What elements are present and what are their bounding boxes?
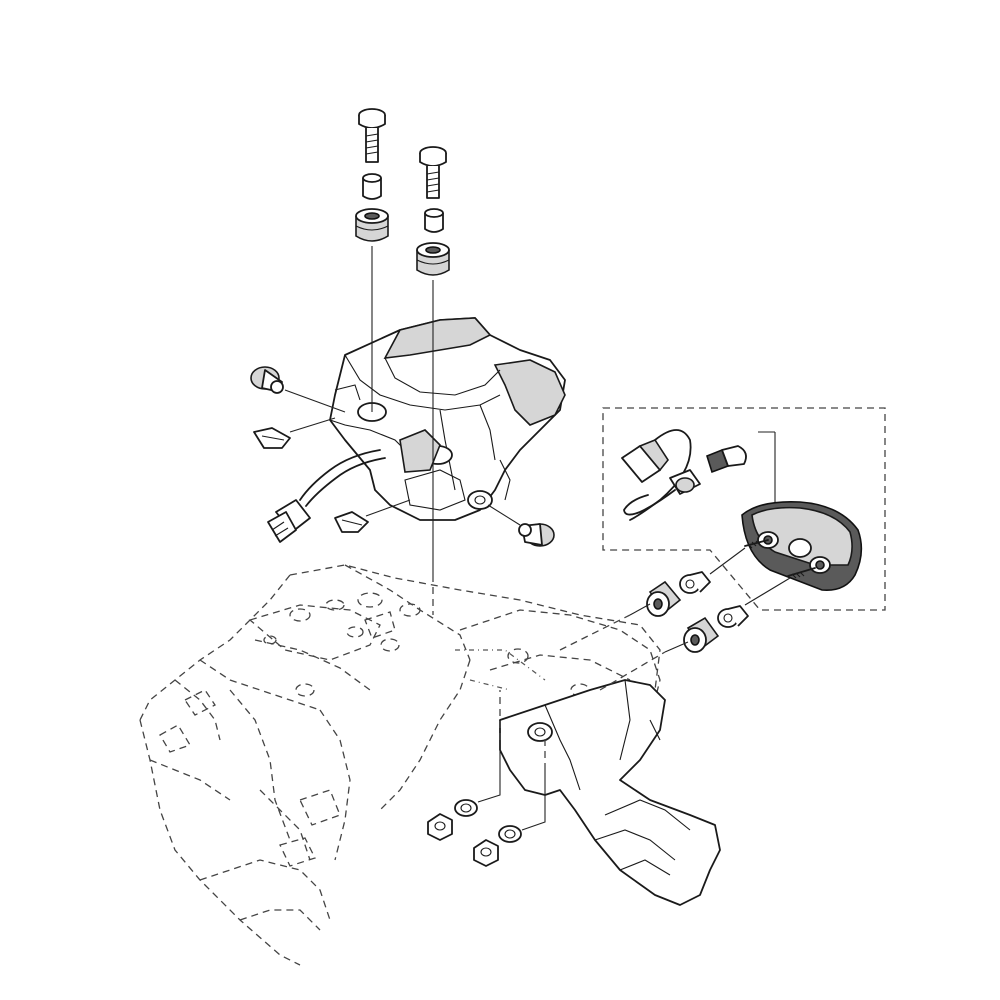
collar-left — [362, 173, 382, 200]
leader-grommet-left — [284, 389, 346, 413]
grommet-right — [416, 242, 450, 276]
license-light-inset — [602, 407, 886, 611]
leader-nut-lower — [521, 770, 546, 831]
bulb-socket — [621, 429, 692, 521]
leader-damper-upper-dash — [559, 614, 631, 651]
bolt-left — [358, 108, 386, 163]
rubber-grommet-side-left — [250, 366, 284, 394]
damper-upper — [646, 580, 682, 617]
rear-tail-section — [499, 679, 721, 906]
wire-connector — [267, 499, 311, 543]
washer-lower — [498, 825, 522, 843]
leader-stud-upper — [709, 547, 746, 575]
leader-nut-upper — [477, 740, 501, 803]
washer-upper — [454, 799, 478, 817]
leader-clip-bottom — [365, 499, 411, 517]
clip-nut-left — [253, 427, 291, 449]
nut-lower — [473, 839, 499, 867]
nut-upper — [427, 813, 453, 841]
wire-plug — [623, 469, 701, 516]
collar-small-lower — [717, 605, 749, 628]
leader-damper-lower — [664, 641, 689, 653]
leader-clip-left — [289, 417, 336, 433]
grommet-left — [355, 208, 389, 242]
collar-small-upper — [679, 571, 711, 594]
bolt-right — [419, 146, 447, 199]
rubber-grommet-side-right — [518, 523, 555, 547]
leader-damper-upper — [629, 603, 651, 616]
collar-right — [424, 208, 444, 233]
leader-grommet-right — [487, 504, 521, 526]
bulb — [706, 445, 747, 474]
damper-lower — [683, 616, 720, 653]
license-plate-light — [741, 500, 863, 592]
rear-fender-unit — [299, 317, 566, 521]
leader-stud-lower — [744, 577, 791, 606]
leader-damper-lower-dash — [599, 651, 666, 691]
clip-nut-bottom — [334, 511, 369, 533]
